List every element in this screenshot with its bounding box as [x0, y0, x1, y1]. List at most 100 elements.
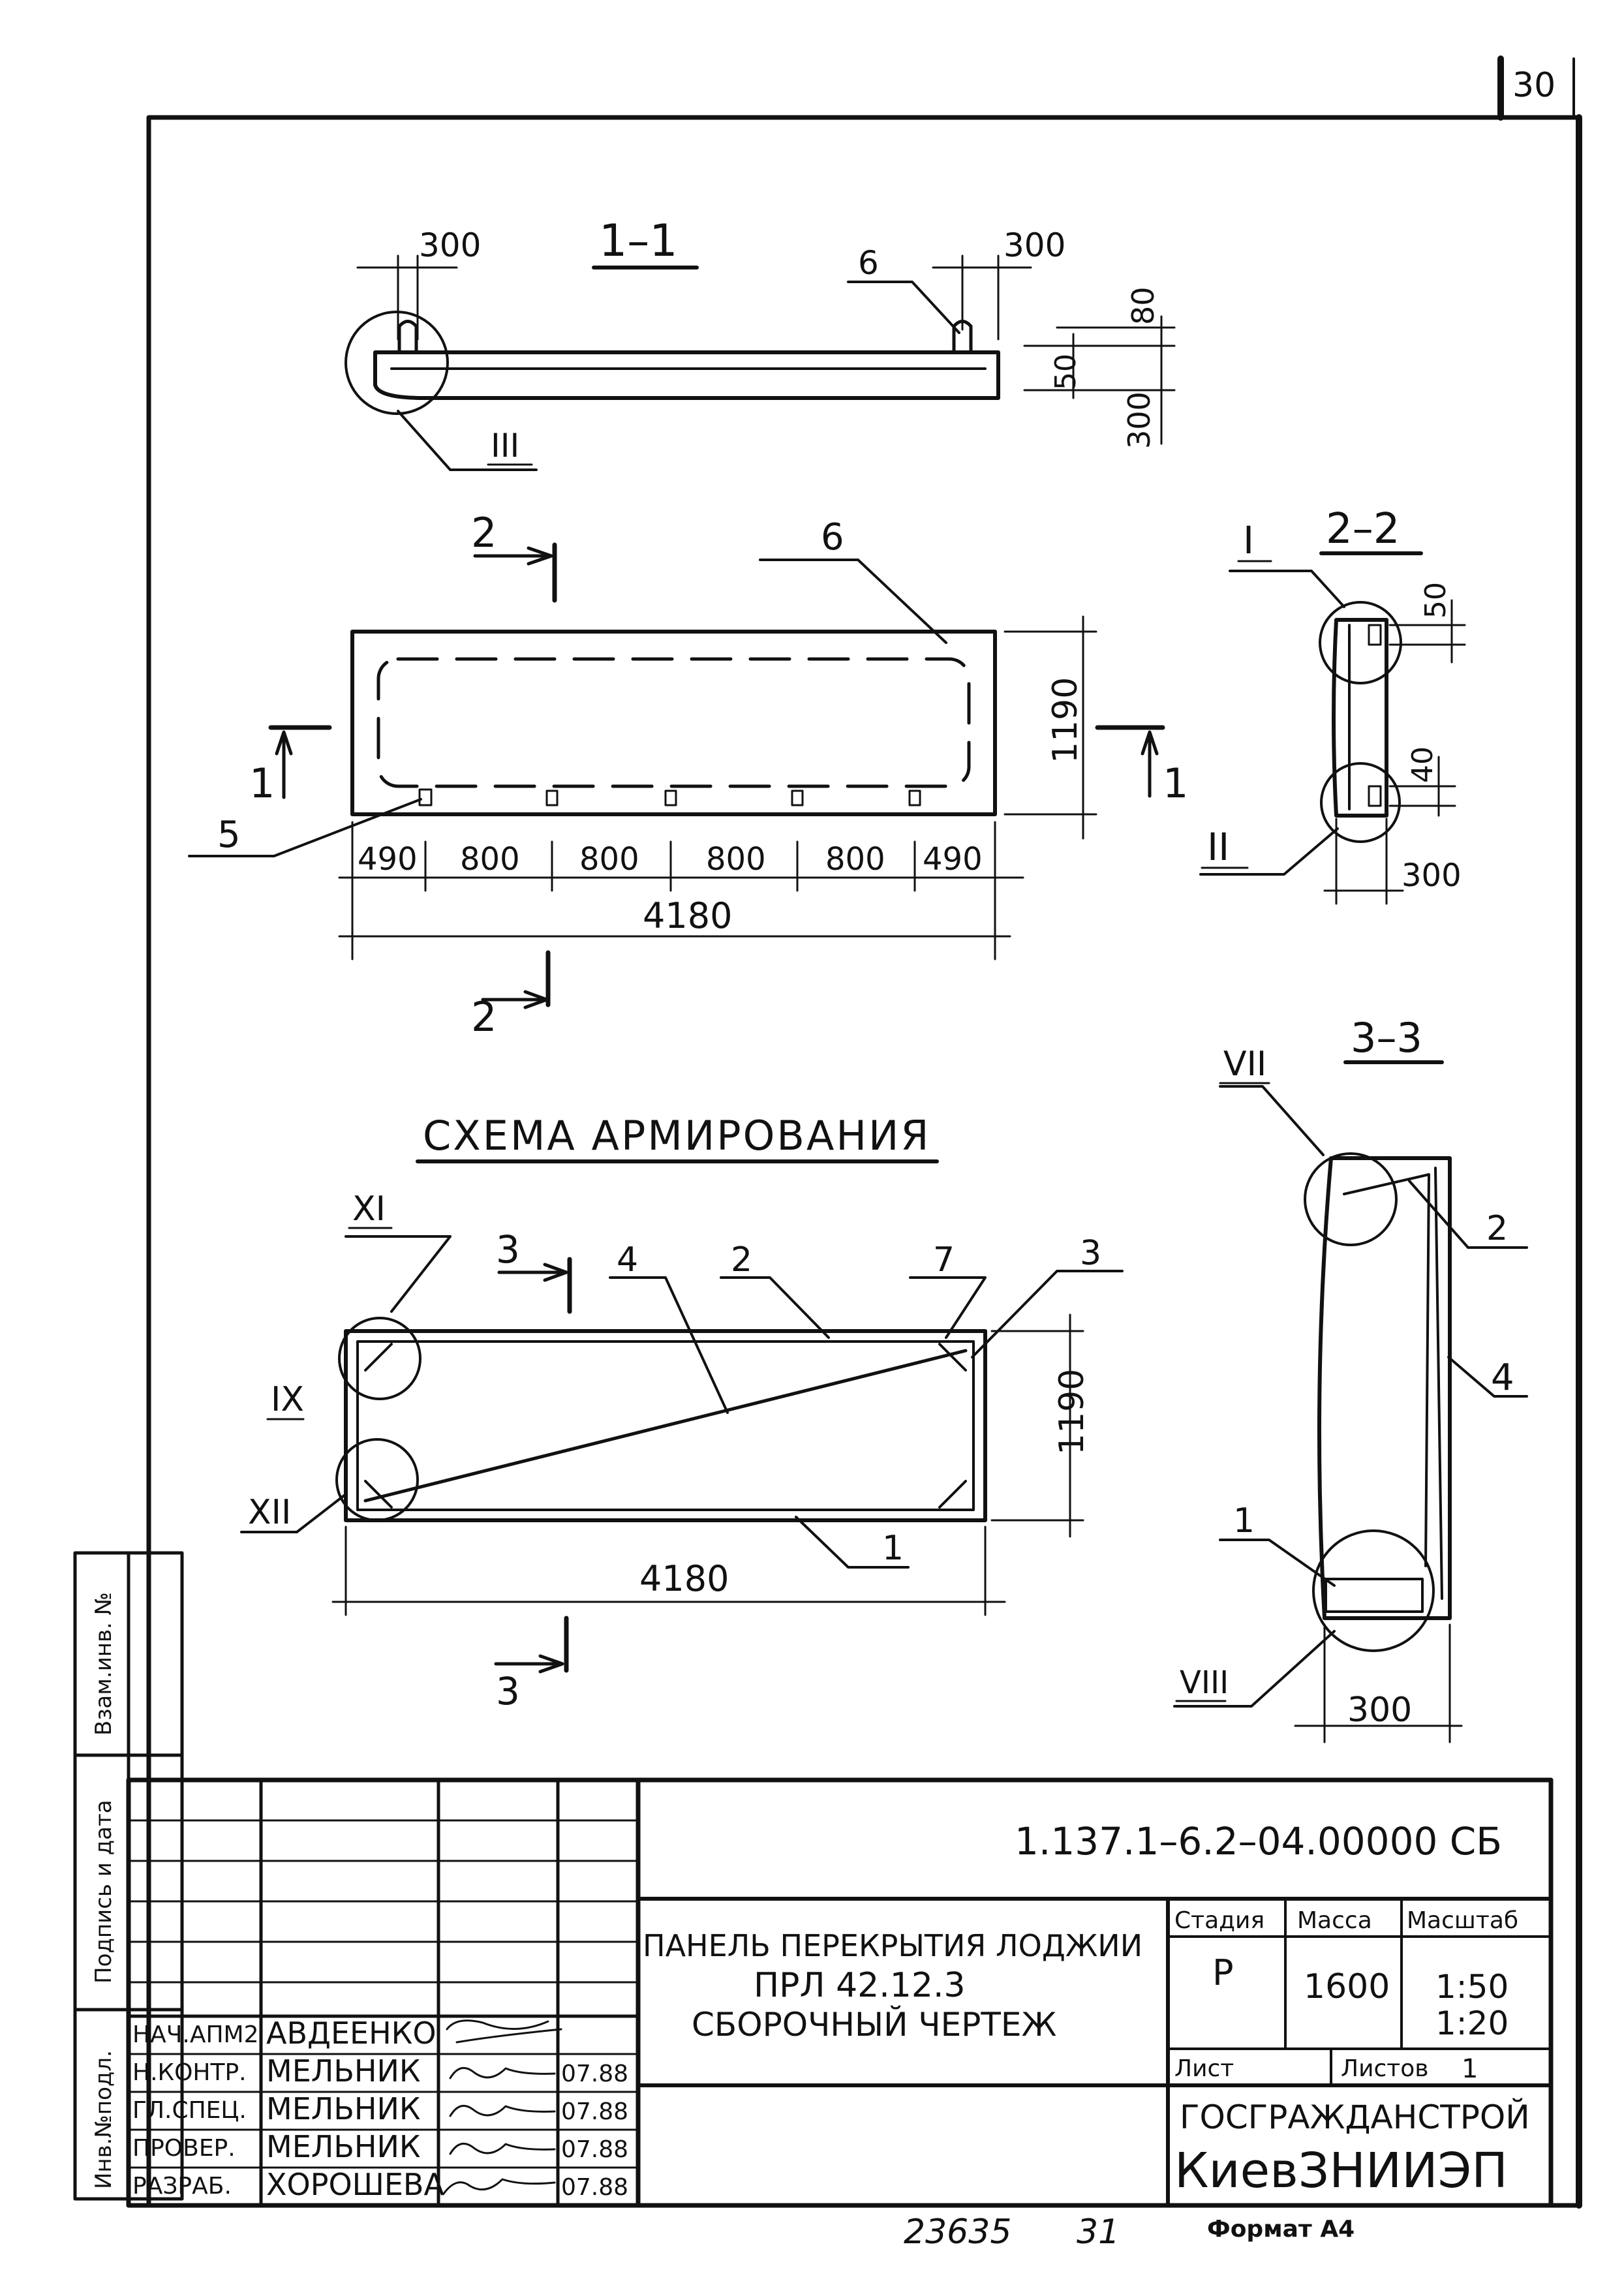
signature-3	[449, 2104, 556, 2117]
dim-1-1-50: 50	[1049, 354, 1082, 390]
dim-2-2-300: 300	[1402, 857, 1462, 894]
dim-1-1-300-vert: 300	[1122, 391, 1157, 449]
page-number: 30	[1512, 66, 1555, 105]
signer-name-3: МЕЛЬНИК	[266, 2091, 421, 2126]
scale-value-1: 1:50	[1435, 1968, 1509, 2006]
callout-III: III	[491, 427, 519, 465]
plan-width-dim: 1190	[1046, 677, 1085, 763]
plan-section-mark-2-bottom: 2	[471, 993, 497, 1041]
sheets-label: Листов	[1341, 2055, 1428, 2082]
bottom-number-2: 31	[1077, 2213, 1120, 2252]
reinforcement-scheme: СХЕМА АРМИРОВАНИЯ XI IX XII 4 2 7 3 1 3	[240, 1112, 1124, 1713]
callout-XI: XI	[352, 1189, 386, 1229]
signature-1	[446, 2019, 562, 2044]
callout-2-section: 2	[1486, 1209, 1508, 1248]
signature-2	[449, 2066, 556, 2079]
plan-section-mark-1-left: 1	[249, 759, 275, 807]
callout-1-reinf: 1	[882, 1529, 904, 1568]
dim-1-1-300-right: 300	[1004, 226, 1065, 264]
callout-4-reinf: 4	[617, 1240, 638, 1280]
signer-role-4: ПРОВЕР.	[132, 2135, 236, 2162]
sheet-label: Лист	[1174, 2055, 1234, 2082]
sheets-value: 1	[1462, 2054, 1478, 2084]
signer-date-4: 07.88	[561, 2136, 628, 2163]
spacing-dim-5: 800	[825, 841, 885, 878]
dim-2-2-40: 40	[1406, 746, 1439, 783]
signer-name-4: МЕЛЬНИК	[266, 2129, 421, 2164]
callout-1-section: 1	[1233, 1501, 1255, 1541]
reinforcement-title: СХЕМА АРМИРОВАНИЯ	[423, 1112, 930, 1159]
signature-5	[442, 2178, 556, 2195]
title-block: НАЧ.АПМ2 АВДЕЕНКО Н.КОНТР. МЕЛЬНИК 07.88…	[126, 1777, 1554, 2208]
signer-date-2: 07.88	[561, 2061, 628, 2087]
col-scale-label: Масштаб	[1407, 1907, 1518, 1934]
side-label-original-inventory: Инв.№подл.	[91, 2050, 117, 2189]
reinf-section-mark-3-top: 3	[496, 1227, 520, 1272]
signer-name-2: МЕЛЬНИК	[266, 2053, 421, 2089]
spacing-dim-3: 800	[579, 841, 639, 878]
callout-6-section: 6	[858, 244, 879, 282]
section-1-1-title: 1–1	[599, 215, 678, 267]
callout-3-reinf: 3	[1080, 1234, 1101, 1273]
section-3-3: 3–3 VII 2 4 1 VIII 300	[1173, 1014, 1528, 1743]
org-line-1: ГОСГРАЖДАНСТРОЙ	[1180, 2098, 1530, 2136]
doc-code: 1.137.1–6.2–04.00000 СБ	[1015, 1819, 1502, 1863]
dim-2-2-50: 50	[1419, 582, 1452, 619]
col-stage-label: Стадия	[1174, 1907, 1264, 1934]
stage-value: Р	[1212, 1952, 1234, 1993]
plan-view: 2 2 1 1 6 5 1190 490 800 800 8	[188, 509, 1188, 1041]
plan-length-dim: 4180	[643, 895, 732, 936]
signer-name-5: ХОРОШЕВА	[266, 2167, 444, 2202]
drawing-name-line-3: СБОРОЧНЫЙ ЧЕРТЕЖ	[692, 2005, 1056, 2044]
callout-2-reinf: 2	[731, 1240, 752, 1280]
side-stamp: Взам.инв. № Подпись и дата Инв.№подл.	[73, 1551, 184, 2201]
org-line-2: КиевЗНИИЭП	[1174, 2143, 1508, 2199]
panel-outline	[350, 630, 997, 816]
plan-section-mark-2-top: 2	[471, 509, 497, 557]
detail-III-circle	[345, 311, 449, 415]
spacing-dim-2: 800	[460, 841, 520, 878]
callout-IX: IX	[271, 1380, 304, 1419]
callout-II: II	[1207, 825, 1229, 869]
signer-role-5: РАЗРАБ.	[132, 2173, 232, 2200]
callout-4-section: 4	[1491, 1357, 1514, 1399]
signer-name-1: АВДЕЕНКО	[266, 2016, 437, 2051]
dim-1-1-80: 80	[1126, 286, 1161, 325]
callout-XII: XII	[248, 1493, 291, 1532]
format-label: Формат А4	[1207, 2216, 1355, 2243]
section-3-3-title: 3–3	[1351, 1014, 1422, 1062]
side-label-signature-date: Подпись и дата	[91, 1800, 117, 1984]
scale-value-2: 1:20	[1435, 2004, 1509, 2042]
signer-date-3: 07.88	[561, 2098, 628, 2125]
signer-role-1: НАЧ.АПМ2	[132, 2021, 258, 2048]
section-2-2-title: 2–2	[1326, 505, 1400, 553]
drawing-name-line-2: ПРЛ 42.12.3	[754, 1966, 966, 2005]
section-1-1: 1–1 300 300 6 III 80 50 300	[345, 215, 1176, 471]
callout-7-reinf: 7	[933, 1240, 955, 1280]
spacing-dim-4: 800	[706, 841, 766, 878]
plan-section-mark-1-right: 1	[1163, 759, 1188, 807]
callout-VIII: VIII	[1180, 1664, 1229, 1701]
bottom-number-1: 23635	[904, 2213, 1011, 2252]
reinf-section-mark-3-bottom: 3	[496, 1669, 520, 1713]
spacing-dim-1: 490	[358, 841, 418, 878]
signer-role-3: ГЛ.СПЕЦ.	[132, 2097, 247, 2124]
mass-value: 1600	[1304, 1967, 1390, 2006]
dim-1-1-300-left: 300	[419, 226, 481, 264]
reinf-width-dim: 1190	[1052, 1369, 1092, 1455]
callout-6-plan: 6	[821, 516, 844, 559]
callout-I: I	[1243, 518, 1254, 562]
spacing-dim-6: 490	[923, 841, 983, 878]
signer-date-5: 07.88	[561, 2174, 628, 2201]
section-2-2: 2–2 I II 50 40 300	[1199, 505, 1466, 905]
dim-3-3-300: 300	[1347, 1691, 1412, 1730]
col-mass-label: Масса	[1297, 1907, 1372, 1934]
reinf-length-dim: 4180	[639, 1558, 729, 1599]
side-label-replaced-inventory: Взам.инв. №	[91, 1592, 117, 1736]
drawing-name-line-1: ПАНЕЛЬ ПЕРЕКРЫТИЯ ЛОДЖИИ	[643, 1928, 1142, 1963]
callout-5-plan: 5	[217, 814, 241, 856]
signer-role-2: Н.КОНТР.	[132, 2059, 247, 2086]
callout-VII: VII	[1223, 1045, 1266, 1084]
signature-4	[449, 2142, 556, 2155]
